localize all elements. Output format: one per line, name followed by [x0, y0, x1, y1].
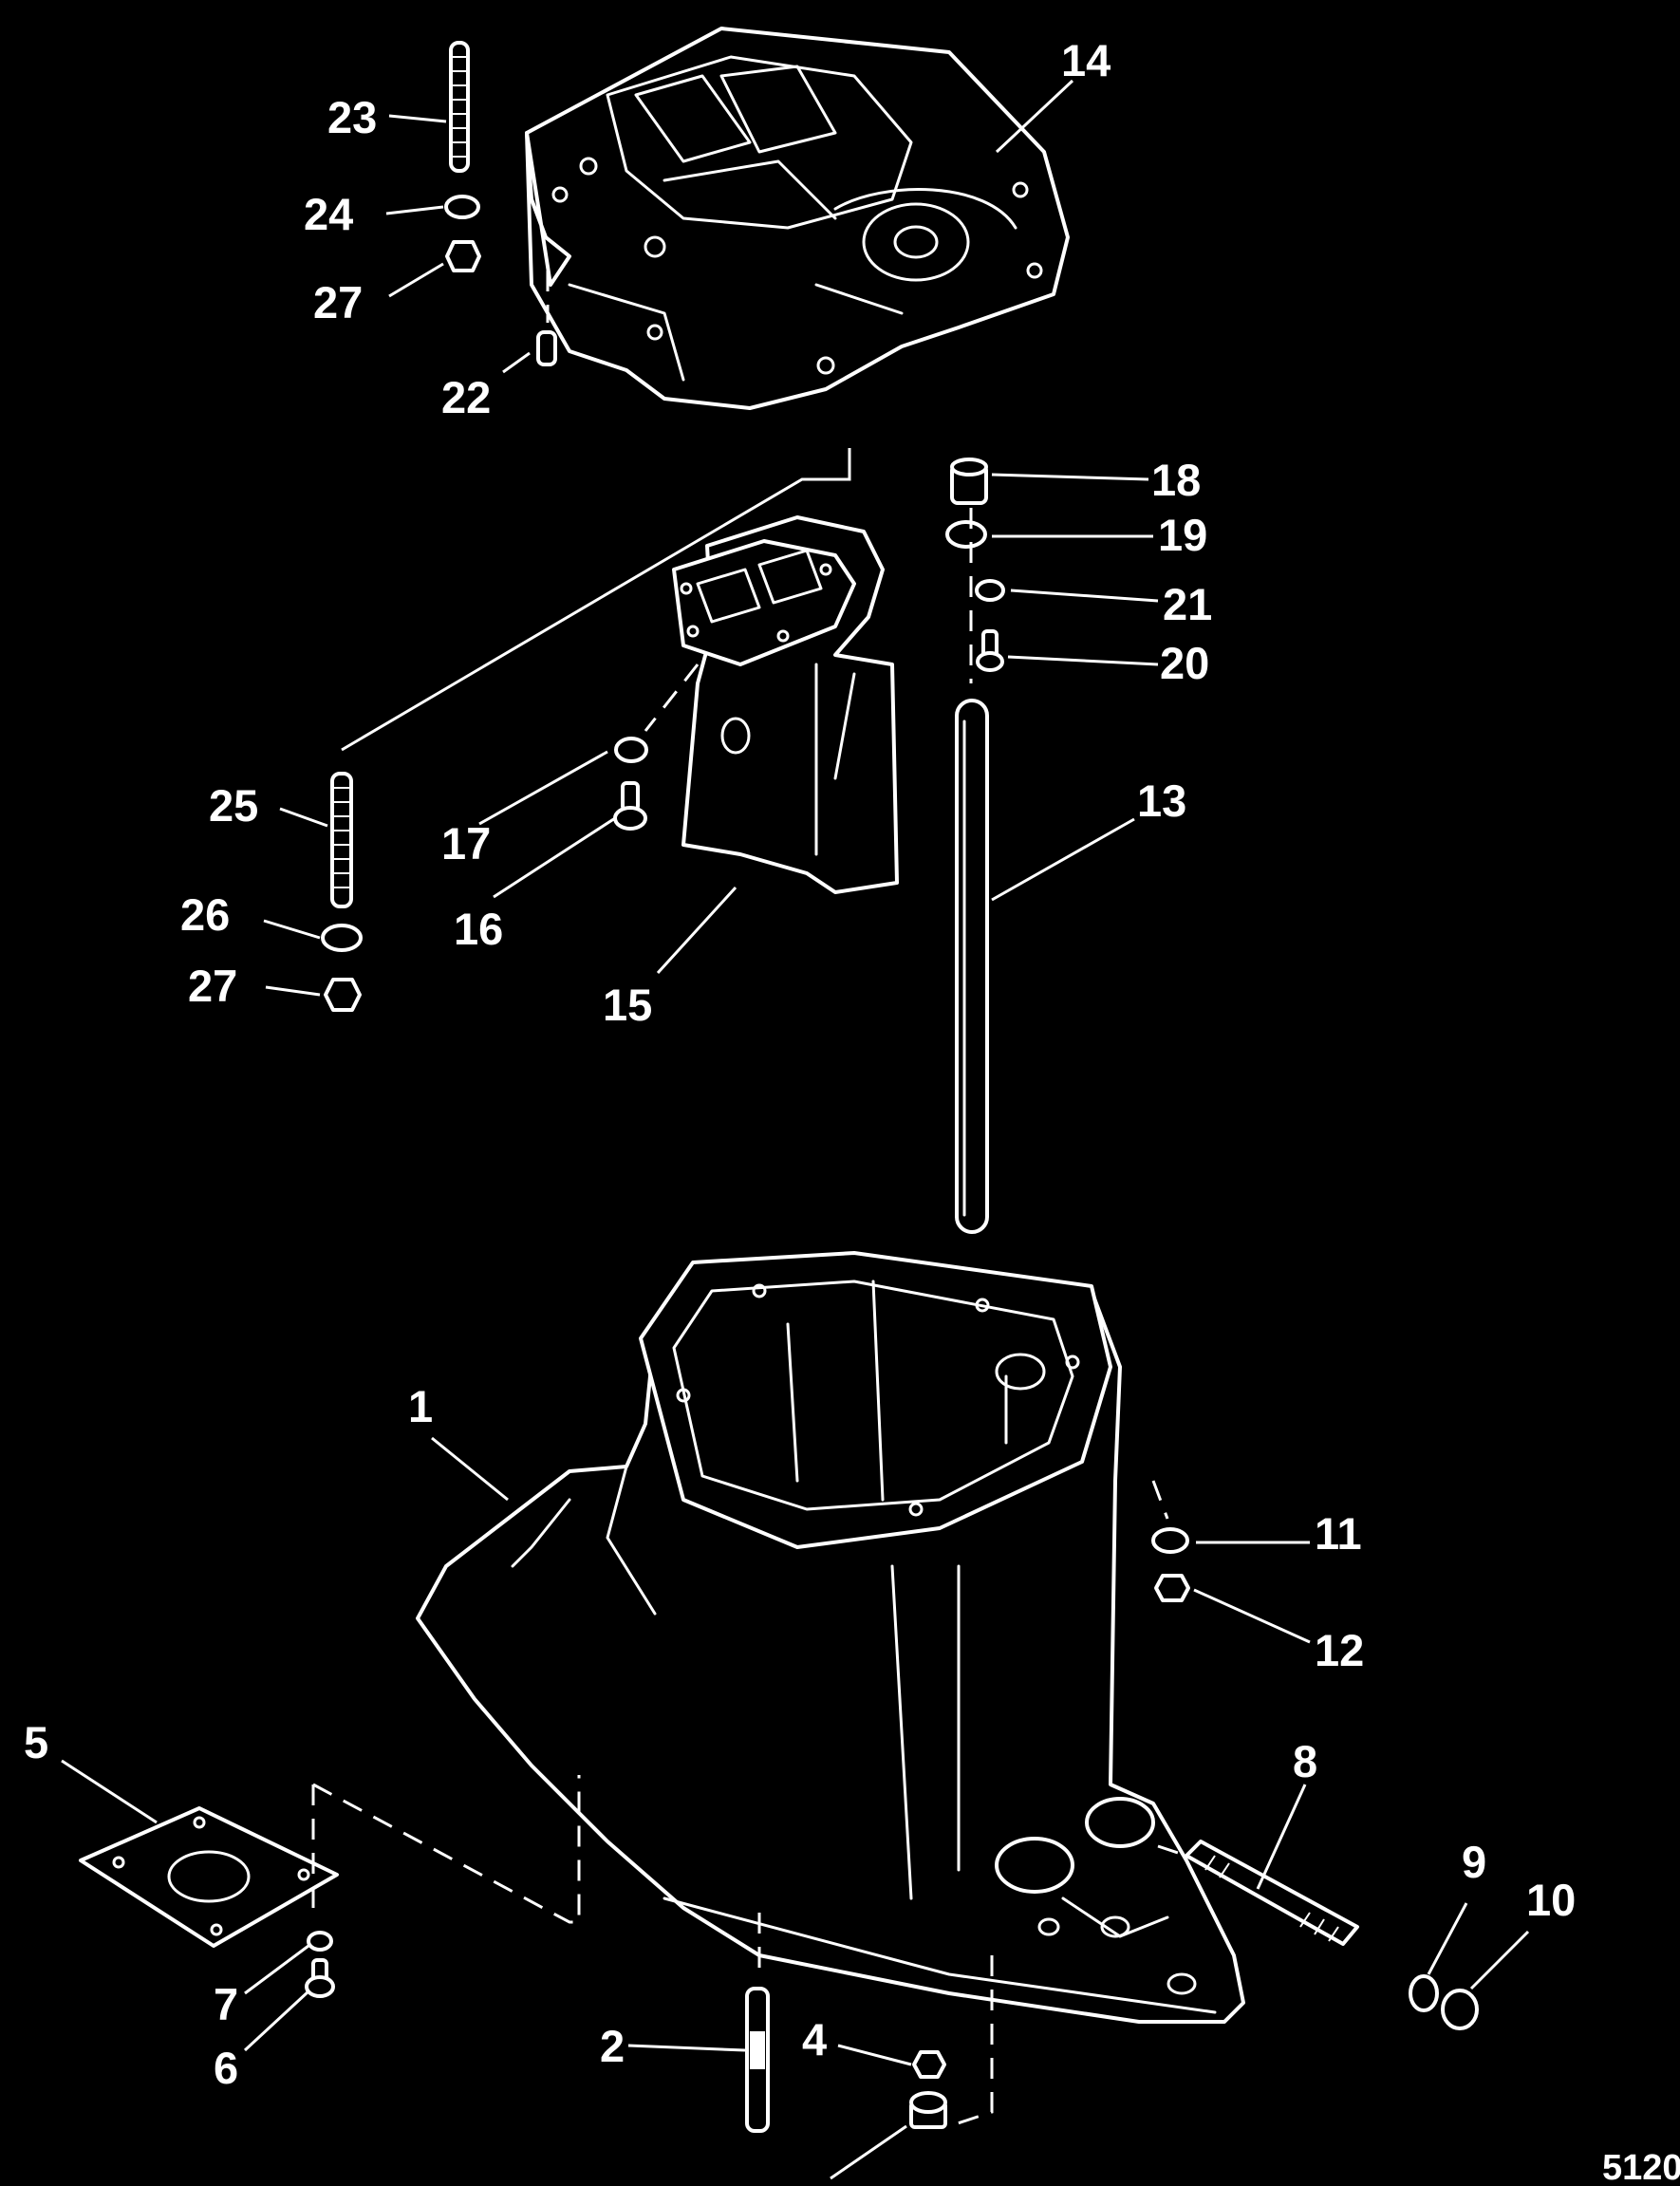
- part-8-stud: [1185, 1840, 1359, 1946]
- part-26-washer: [321, 924, 363, 952]
- callout-7: 7: [214, 1979, 238, 2029]
- part-22-dowel: [536, 330, 557, 366]
- part-7-washer: [307, 1931, 333, 1952]
- hardware-items: [305, 41, 1479, 2133]
- part-4-nut: [912, 2050, 946, 2079]
- callout-27-lower: 27: [188, 961, 237, 1011]
- callout-12: 12: [1315, 1625, 1364, 1675]
- callout-17: 17: [441, 818, 491, 869]
- part-17-washer: [614, 737, 648, 763]
- part-14-adapter-plate: [525, 27, 1070, 410]
- part-16-screw: [613, 781, 647, 831]
- part-13-drive-shaft: [955, 699, 989, 1234]
- callout-4: 4: [802, 2014, 827, 2065]
- leader-lines: [61, 79, 1530, 2180]
- part-10-nut: [1441, 1989, 1479, 2030]
- part-25-stud: [330, 772, 353, 908]
- callout-13: 13: [1137, 775, 1186, 826]
- callout-labels: 1 2 4 5 6 7 8 9 10 11 12 13 14 15 16 17 …: [24, 35, 1576, 2093]
- part-21-washer: [975, 579, 1005, 602]
- callout-24: 24: [304, 189, 353, 239]
- part-11-washer: [1151, 1527, 1189, 1554]
- callout-1: 1: [408, 1381, 433, 1431]
- callout-18: 18: [1151, 455, 1201, 505]
- callout-10: 10: [1526, 1875, 1576, 1925]
- alignment-lines: [311, 271, 1187, 2128]
- callout-19: 19: [1158, 510, 1207, 560]
- callout-21: 21: [1163, 579, 1212, 629]
- part-20-screw: [976, 629, 1004, 672]
- callout-5: 5: [24, 1717, 48, 1767]
- part-2-stud: [745, 1987, 770, 2133]
- part-5-cover-plate: [79, 1806, 339, 1948]
- callout-23: 23: [327, 92, 377, 142]
- callout-26: 26: [180, 889, 230, 940]
- part-18-bushing: [950, 458, 988, 505]
- part-19-clip: [945, 520, 987, 549]
- callout-14: 14: [1061, 35, 1111, 85]
- part-27-nut-upper: [445, 240, 481, 272]
- callout-25: 25: [209, 780, 258, 831]
- part-27-nut-lower: [324, 978, 362, 1012]
- callout-16: 16: [454, 904, 503, 954]
- callout-22: 22: [441, 372, 491, 422]
- callout-11: 11: [1315, 1508, 1362, 1559]
- part-15-exhaust-tube: [672, 515, 899, 894]
- callout-9: 9: [1462, 1837, 1486, 1887]
- part-23-stud: [449, 41, 470, 173]
- callout-2: 2: [600, 2021, 625, 2071]
- callout-6: 6: [214, 2043, 238, 2093]
- part-6-screw: [305, 1958, 335, 1998]
- part-1-driveshaft-housing: [416, 1251, 1245, 2024]
- callout-20: 20: [1160, 638, 1209, 688]
- callout-8: 8: [1293, 1736, 1317, 1786]
- part-12-nut: [1154, 1574, 1190, 1602]
- bottom-washer: [909, 2091, 947, 2129]
- part-24-washer: [444, 195, 480, 219]
- callout-27-upper: 27: [313, 277, 363, 327]
- callout-15: 15: [603, 980, 652, 1030]
- part-9-washer: [1409, 1974, 1439, 2012]
- figure-number: 5120: [1602, 2148, 1680, 2186]
